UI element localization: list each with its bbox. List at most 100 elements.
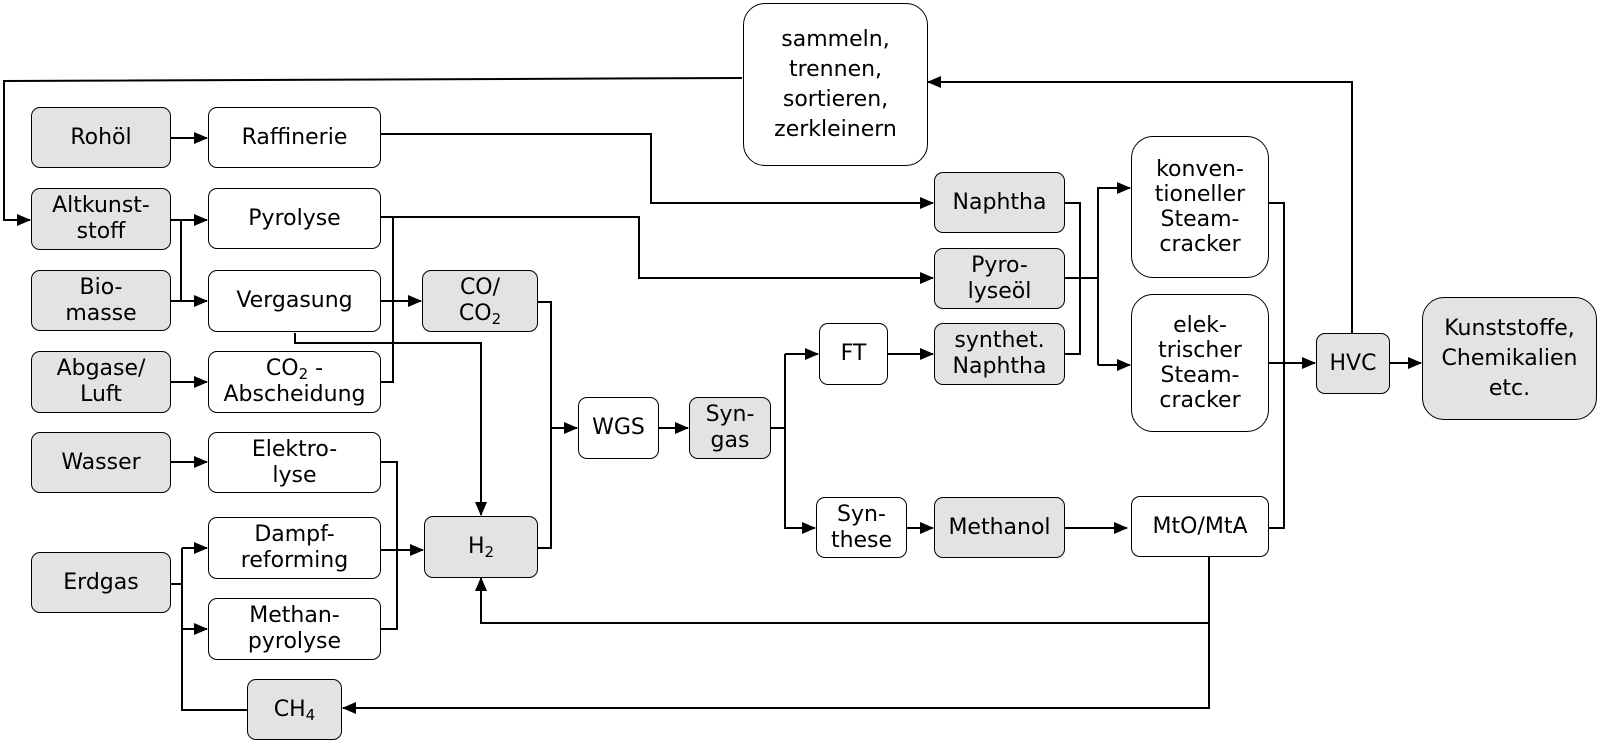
node-erdgas: Erdgas bbox=[31, 552, 171, 613]
node-co2-abscheidung-line-1-main: CO bbox=[265, 356, 299, 381]
node-co2-abscheidung: CO2 - Abscheidung bbox=[208, 351, 381, 413]
node-abgase-line-2: Luft bbox=[80, 382, 122, 407]
node-wgs-label: WGS bbox=[592, 415, 645, 440]
node-naphtha: Naphtha bbox=[934, 172, 1065, 233]
node-synthese-line-2: these bbox=[830, 527, 893, 553]
node-sammeln-line-3: sortieren, bbox=[782, 86, 889, 112]
node-co2-abscheidung-subscript: 2 bbox=[298, 365, 309, 383]
node-sammeln-line-2: trennen, bbox=[788, 56, 883, 82]
node-abgase: Abgase/ Luft bbox=[31, 351, 171, 413]
arrow-syngas-to-synthese bbox=[784, 428, 816, 534]
arrow-to-konv-steamcracker bbox=[1097, 182, 1131, 365]
node-raffinerie-label: Raffinerie bbox=[241, 124, 348, 150]
node-abgase-line-1: Abgase/ bbox=[56, 356, 146, 381]
connector-erdgas bbox=[171, 548, 183, 585]
node-kunststoffe: Kunststoffe, Chemikalien etc. bbox=[1422, 297, 1597, 420]
node-vergasung-label: Vergasung bbox=[236, 288, 353, 313]
node-h2-subscript: 2 bbox=[484, 543, 495, 561]
node-elektrolyse: Elektro- lyse bbox=[208, 432, 381, 493]
node-rohoel-label: Rohöl bbox=[70, 124, 132, 150]
node-rohoel: Rohöl bbox=[31, 107, 171, 168]
node-syngas-line-1: Syn- bbox=[705, 402, 755, 427]
node-ft-label: FT bbox=[840, 341, 867, 366]
node-ch4-main: CH bbox=[273, 696, 306, 722]
node-hvc-label: HVC bbox=[1329, 350, 1377, 376]
node-ft: FT bbox=[819, 323, 888, 385]
connector-abscheidung-co2 bbox=[381, 301, 394, 383]
node-wasser-label: Wasser bbox=[61, 449, 141, 475]
node-elektrolyse-line-1: Elektro- bbox=[251, 436, 338, 462]
node-elek-steamcracker-line-3: Steam- bbox=[1160, 363, 1240, 388]
node-sammeln-line-4: zerkleinern bbox=[774, 116, 897, 142]
node-kunststoffe-line-1: Kunststoffe, bbox=[1444, 315, 1575, 341]
node-syngas-line-2: gas bbox=[710, 428, 750, 453]
node-syngas: Syn- gas bbox=[689, 397, 771, 459]
arrow-pyrolyse-to-pyrolyseoel bbox=[381, 216, 934, 284]
node-methanpyrolyse-line-1: Methan- bbox=[249, 603, 340, 628]
node-synthet-naphtha-line-2: Naphtha bbox=[952, 354, 1047, 379]
node-h2: H2 bbox=[424, 516, 538, 578]
node-co2-abscheidung-line-2: Abscheidung bbox=[223, 382, 366, 407]
node-erdgas-label: Erdgas bbox=[63, 569, 139, 595]
node-konv-steamcracker-line-3: Steam- bbox=[1160, 207, 1240, 232]
node-wasser: Wasser bbox=[31, 432, 171, 493]
node-co-co2-line-1: CO/ bbox=[459, 275, 501, 300]
node-raffinerie: Raffinerie bbox=[208, 107, 381, 168]
node-co2-abscheidung-line-1: CO2 - bbox=[224, 356, 366, 382]
node-sammeln: sammeln, trennen, sortieren, zerkleinern bbox=[743, 3, 928, 166]
node-biomasse-line-1: Bio- bbox=[79, 274, 123, 300]
node-synthese: Syn- these bbox=[816, 497, 907, 558]
node-naphtha-label: Naphtha bbox=[952, 189, 1047, 215]
node-biomasse-line-2: masse bbox=[65, 300, 137, 326]
node-mto-mta: MtO/MtA bbox=[1131, 496, 1269, 557]
node-synthet-naphtha-line-1: synthet. bbox=[954, 328, 1045, 353]
arrow-raffinerie-to-naphtha bbox=[381, 133, 934, 209]
node-ch4-label: CH4 bbox=[274, 697, 315, 723]
node-methanpyrolyse-line-2: pyrolyse bbox=[247, 629, 342, 654]
node-altkunststoff-line-2: stoff bbox=[76, 219, 126, 244]
node-co-co2-subscript: 2 bbox=[491, 310, 502, 328]
node-altkunststoff: Altkunst- stoff bbox=[31, 188, 171, 250]
node-ch4: CH4 bbox=[247, 679, 342, 740]
arrow-hvc-to-sammeln bbox=[927, 76, 1353, 333]
arrow-vergasung-to-h2 bbox=[294, 333, 487, 516]
node-elek-steamcracker: elek- trischer Steam- cracker bbox=[1131, 294, 1269, 432]
node-pyrolyseoel: Pyro- lyseöl bbox=[934, 248, 1065, 309]
node-methanpyrolyse: Methan- pyrolyse bbox=[208, 598, 381, 660]
node-vergasung: Vergasung bbox=[208, 270, 381, 332]
node-mto-mta-label: MtO/MtA bbox=[1152, 513, 1248, 539]
node-pyrolyse-label: Pyrolyse bbox=[248, 205, 341, 231]
arrow-erdgas-to-methanpyrolyse bbox=[181, 584, 208, 635]
arrow-mto-to-ch4 bbox=[342, 623, 1210, 714]
node-elek-steamcracker-line-1: elek- bbox=[1173, 313, 1227, 338]
node-kunststoffe-line-2: Chemikalien bbox=[1441, 345, 1578, 371]
node-hvc: HVC bbox=[1316, 333, 1390, 394]
node-methanol: Methanol bbox=[934, 497, 1065, 558]
node-co-co2: CO/ CO2 bbox=[422, 270, 538, 332]
node-co2-abscheidung-line-1-rest: - bbox=[308, 356, 324, 381]
node-pyrolyse: Pyrolyse bbox=[208, 188, 381, 249]
node-sammeln-line-1: sammeln, bbox=[781, 26, 890, 52]
node-dampfreforming-line-2: reforming bbox=[240, 548, 349, 573]
node-pyrolyseoel-line-2: lyseöl bbox=[967, 278, 1032, 304]
node-konv-steamcracker-line-1: konven- bbox=[1156, 157, 1244, 182]
node-wgs: WGS bbox=[578, 397, 659, 459]
arrow-sammeln-to-altkunststoff bbox=[3, 77, 743, 226]
node-konv-steamcracker-line-4: cracker bbox=[1159, 232, 1241, 257]
node-h2-main: H bbox=[467, 534, 485, 559]
node-elektrolyse-line-2: lyse bbox=[272, 462, 317, 488]
connector-co-co2-to-wgs bbox=[538, 301, 552, 549]
node-elek-steamcracker-line-2: trischer bbox=[1158, 338, 1242, 363]
node-synthet-naphtha: synthet. Naphtha bbox=[934, 323, 1065, 385]
connector-elektrolyse-h2 bbox=[381, 461, 398, 630]
node-elek-steamcracker-line-4: cracker bbox=[1159, 388, 1241, 413]
node-dampfreforming-line-1: Dampf- bbox=[254, 522, 335, 547]
connector-erdgas-ch4 bbox=[181, 629, 247, 711]
node-co-co2-line-2: CO2 bbox=[459, 301, 501, 327]
node-methanol-label: Methanol bbox=[948, 514, 1051, 540]
node-ch4-subscript: 4 bbox=[305, 705, 316, 724]
node-biomasse: Bio- masse bbox=[31, 270, 171, 331]
node-konv-steamcracker-line-2: tioneller bbox=[1154, 182, 1246, 207]
connector-syngas bbox=[771, 354, 786, 429]
